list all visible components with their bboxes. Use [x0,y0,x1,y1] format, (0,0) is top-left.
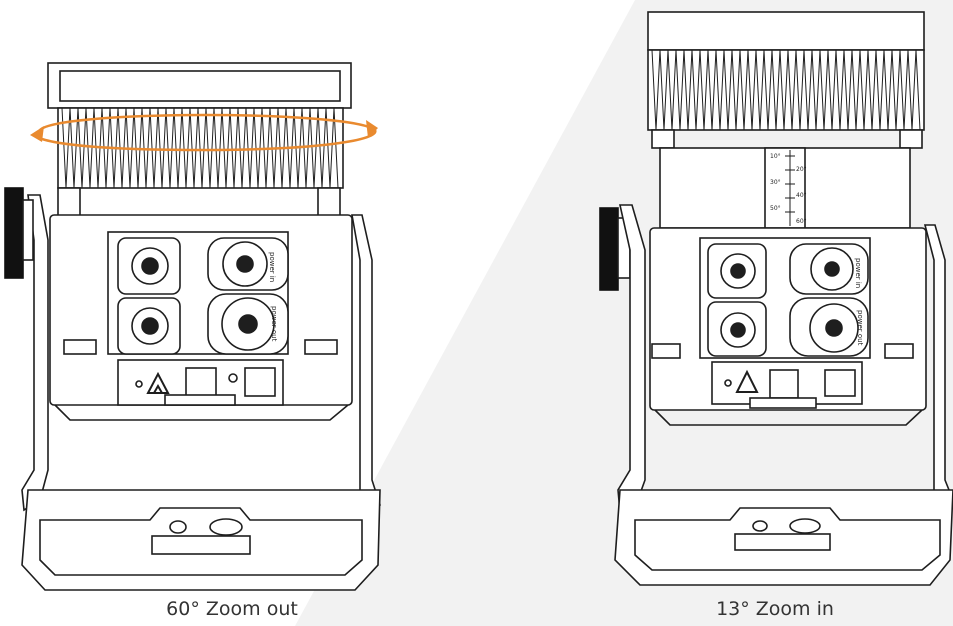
tilt-knob-right [599,207,619,291]
label-power-out-right: power out [856,310,864,346]
label-power-in-right: power in [854,258,862,288]
label-power-in: power in [268,252,276,282]
scale-tick-label: 20° [796,166,807,173]
scale-tick-label: 40° [796,192,807,199]
tilt-knob-left [4,187,24,279]
caption-zoom-out: 60° Zoom out [166,598,298,620]
caption-zoom-in: 13° Zoom in [716,598,834,620]
brand-logo-icon [146,371,170,394]
rotate-arrow-icon [30,113,378,152]
scale-tick-label: 10° [770,153,781,160]
vent-left [63,339,97,355]
head-top-right [647,11,925,51]
vent-right [304,339,338,355]
scale-tick-label: 50° [770,205,781,212]
yoke-arm-right-right [923,224,953,514]
scale-tick-label: 30° [770,179,781,186]
usb-port [244,367,276,397]
scale-tick-label: 60° [796,218,807,225]
fixture-right [599,11,953,586]
zoom-scale [764,147,806,229]
yoke-arm-right [351,214,381,514]
label-power-out: power out [270,306,278,342]
